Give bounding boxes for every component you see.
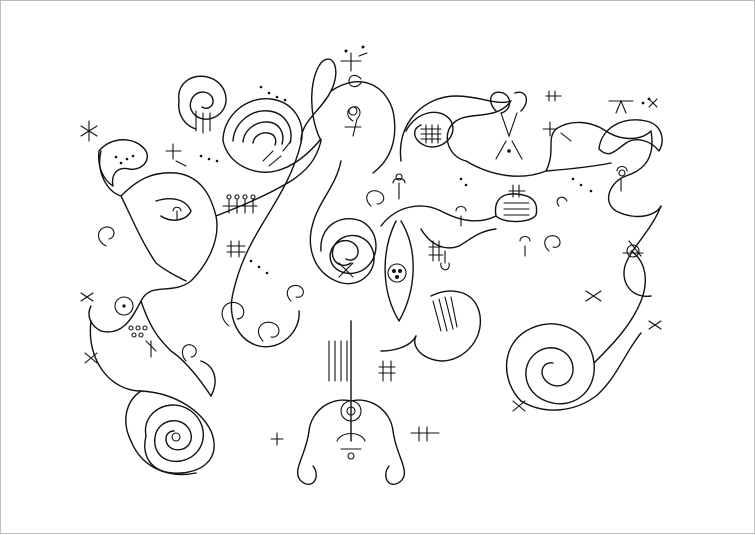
top-glyphs (344, 74, 362, 137)
shield-glyph (494, 193, 538, 223)
left-dots-cluster (114, 296, 148, 338)
bulb-stems (392, 165, 628, 271)
spiral-right (505, 250, 647, 411)
middle-arcs (155, 194, 497, 249)
bottom-tree (296, 320, 406, 485)
fish-vessel (384, 220, 414, 322)
wave-crest-hatch (420, 124, 442, 144)
bottom-left-stem (145, 340, 216, 397)
crescent-top-right (598, 97, 663, 155)
main-outline (88, 140, 322, 397)
upper-right-band (465, 121, 662, 218)
left-shell-dots (114, 154, 135, 165)
spiral-top-left (178, 75, 227, 134)
heart-motif (489, 91, 528, 160)
top-loop-symbol (300, 45, 396, 174)
spiral-bottom-left (89, 320, 215, 476)
dot-chains (199, 85, 593, 275)
left-shell (97, 139, 148, 187)
small-curls (97, 190, 561, 362)
scatter-glyphs (80, 90, 662, 446)
central-winding-path (230, 142, 375, 348)
center-spiral (320, 217, 377, 278)
right-hook (622, 205, 662, 297)
fan-spiral (222, 98, 322, 173)
feather-leaf (380, 290, 482, 362)
wave-crest (399, 95, 512, 162)
hatch-grids (226, 184, 526, 382)
